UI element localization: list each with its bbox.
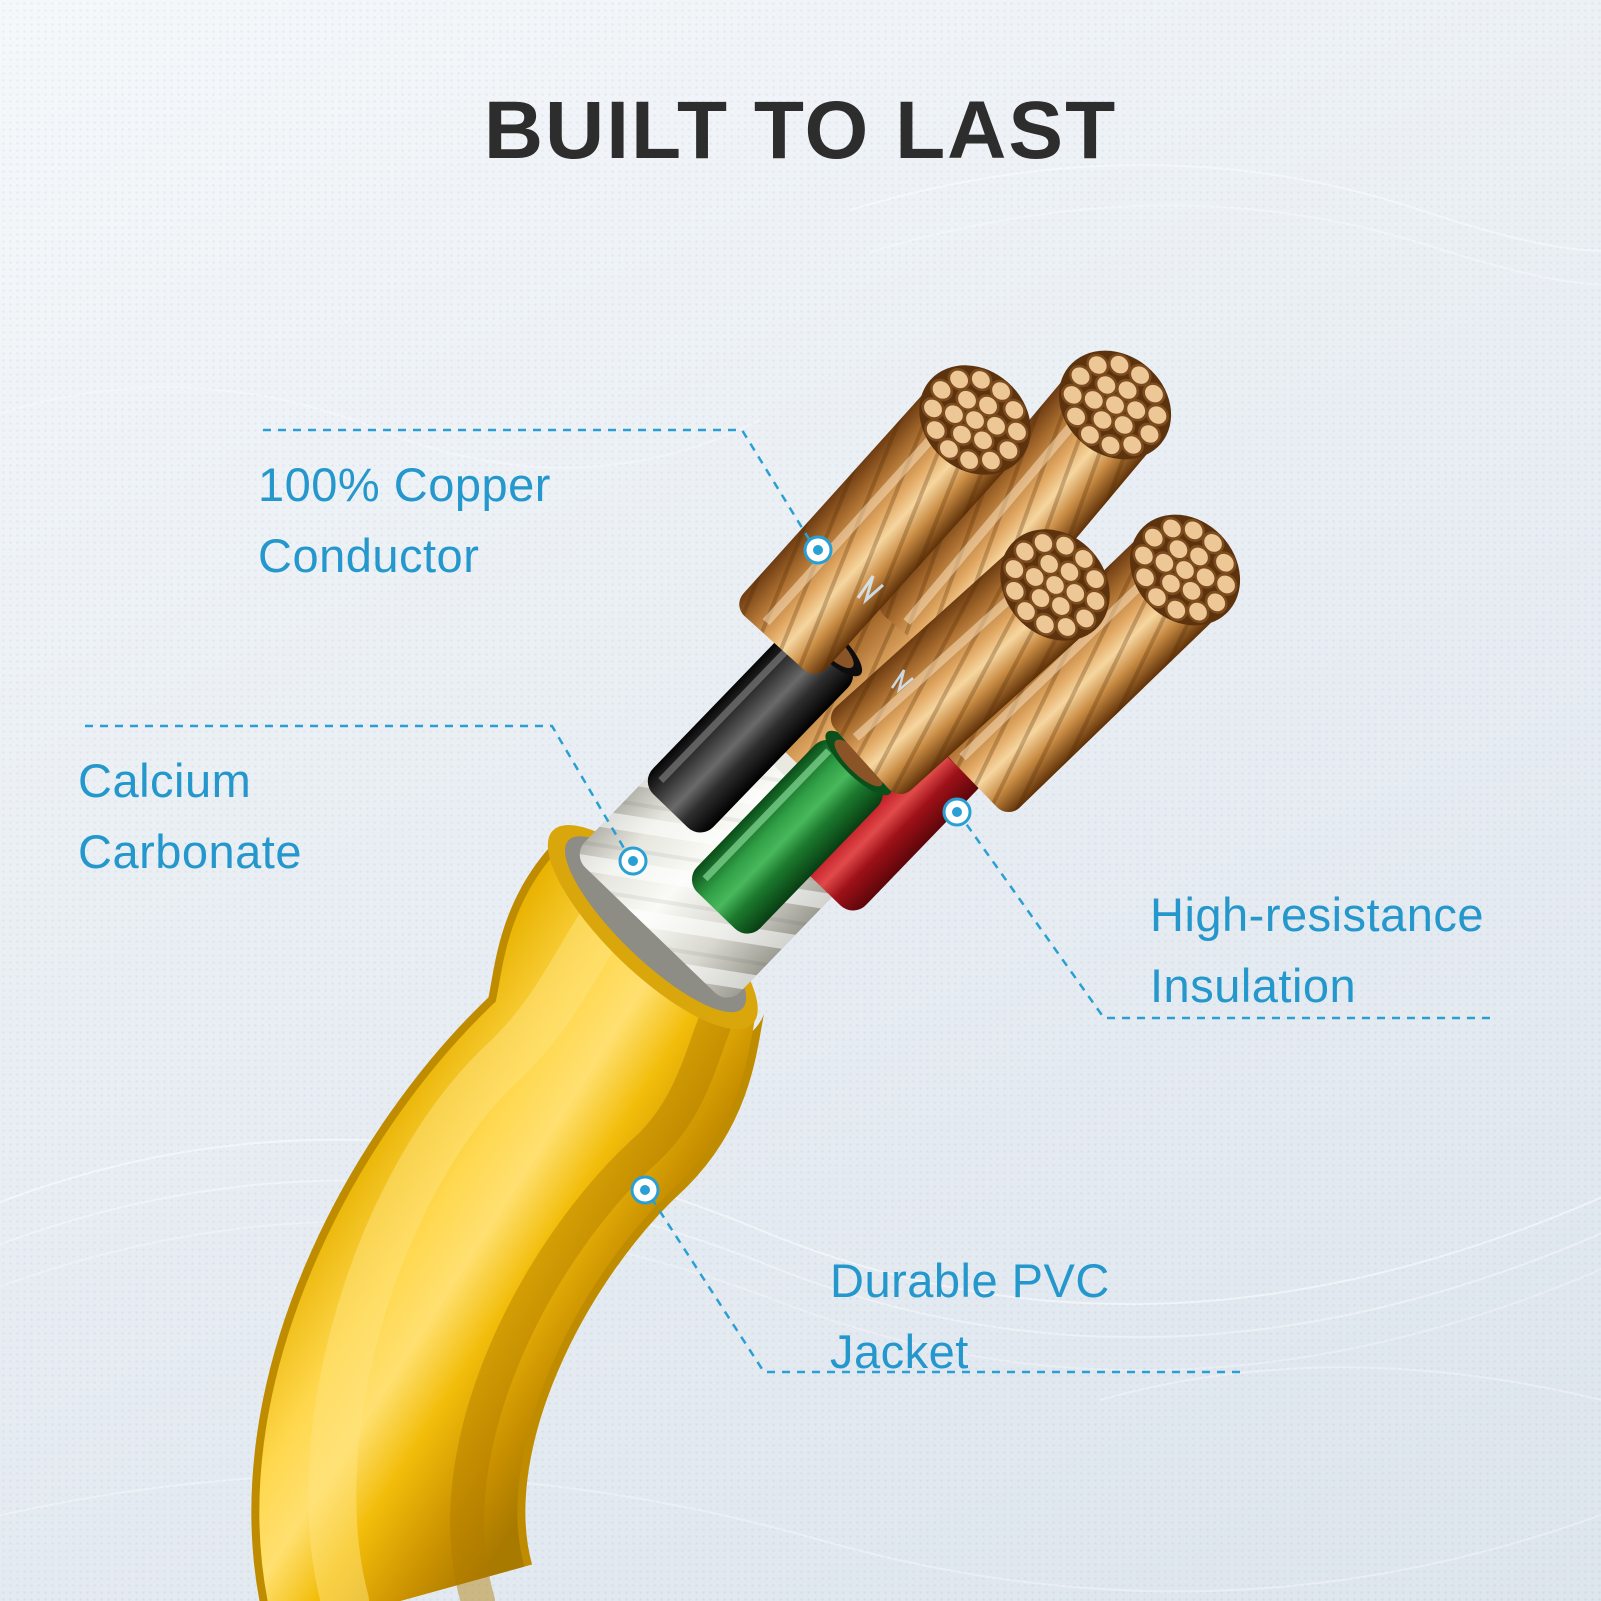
- cable-jacket: [251, 839, 767, 1601]
- callout-high-resistance-insulation: High-resistance Insulation: [1150, 880, 1484, 1021]
- background-waves: [0, 164, 1601, 1593]
- leader-calcium-carbonate: [85, 724, 630, 856]
- copper-bundle-d: [936, 495, 1260, 813]
- page-title: BUILT TO LAST: [483, 85, 1118, 176]
- callout-insulation-line-1: High-resistance: [1150, 888, 1485, 941]
- callout-copper-line-2: Conductor: [258, 528, 480, 582]
- callout-insulation-line-2: Insulation: [1150, 958, 1357, 1012]
- callout-jacket-line-2: Jacket: [830, 1324, 969, 1378]
- marker-durable-pvc-jacket: [630, 1175, 660, 1205]
- callout-calcium-carbonate: Calcium Carbonate: [78, 746, 302, 887]
- callout-copper-line-1: 100% Copper: [258, 458, 551, 511]
- copper-bundle-a: [739, 345, 1051, 674]
- wire-green: [691, 730, 892, 934]
- callout-markers: [618, 535, 972, 1205]
- copper-bundle-c: [830, 509, 1130, 794]
- marker-calcium-carbonate: [618, 846, 648, 876]
- leader-lines: [85, 428, 1490, 1374]
- callout-jacket-line-1: Durable PVC: [830, 1254, 1110, 1307]
- leader-durable-pvc-jacket: [648, 1195, 1240, 1374]
- marker-high-resistance-insulation: [942, 797, 972, 827]
- callout-copper-conductor: 100% Copper Conductor: [258, 450, 551, 591]
- marker-copper-conductor: [803, 535, 833, 565]
- callout-durable-pvc-jacket: Durable PVC Jacket: [830, 1246, 1110, 1387]
- callout-calcium-line-2: Carbonate: [78, 824, 302, 878]
- copper-bundle-b: [879, 330, 1191, 672]
- callout-calcium-line-1: Calcium: [78, 754, 252, 807]
- electric-sparks: [856, 575, 914, 694]
